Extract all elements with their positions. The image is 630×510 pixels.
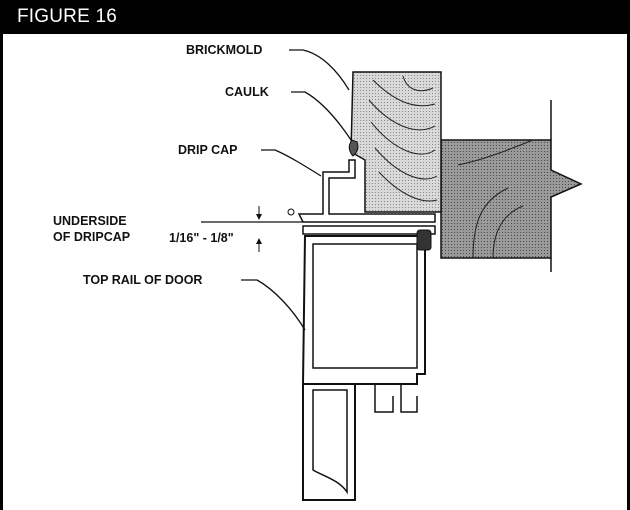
figure-header: FIGURE 16 [3,0,627,34]
brickmold-label: BRICKMOLD [186,43,262,57]
top-rail-profile [301,225,436,501]
wall-header-framing [440,100,583,272]
brickmold [350,71,442,213]
underside-label-line2: OF DRIPCAP [53,230,130,244]
top-rail-leader [241,279,306,331]
top-rail-label: TOP RAIL OF DOOR [83,273,202,287]
figure-title: FIGURE 16 [17,6,117,27]
brickmold-leader [289,49,350,91]
gap-dimension-label: 1/16" - 1/8" [169,231,234,245]
caulk-leader [291,91,352,141]
drip-cap-label: DRIP CAP [178,143,238,157]
drip-cap [297,159,436,223]
door-head-section-diagram: BRICKMOLD CAULK DRIP CAP UNDERSIDE OF DR… [53,43,583,501]
caulk-bead [348,139,359,157]
drip-cap-leader [261,149,322,177]
underside-dimension [201,206,303,252]
underside-label-line1: UNDERSIDE [53,214,127,228]
caulk-label: CAULK [225,85,269,99]
